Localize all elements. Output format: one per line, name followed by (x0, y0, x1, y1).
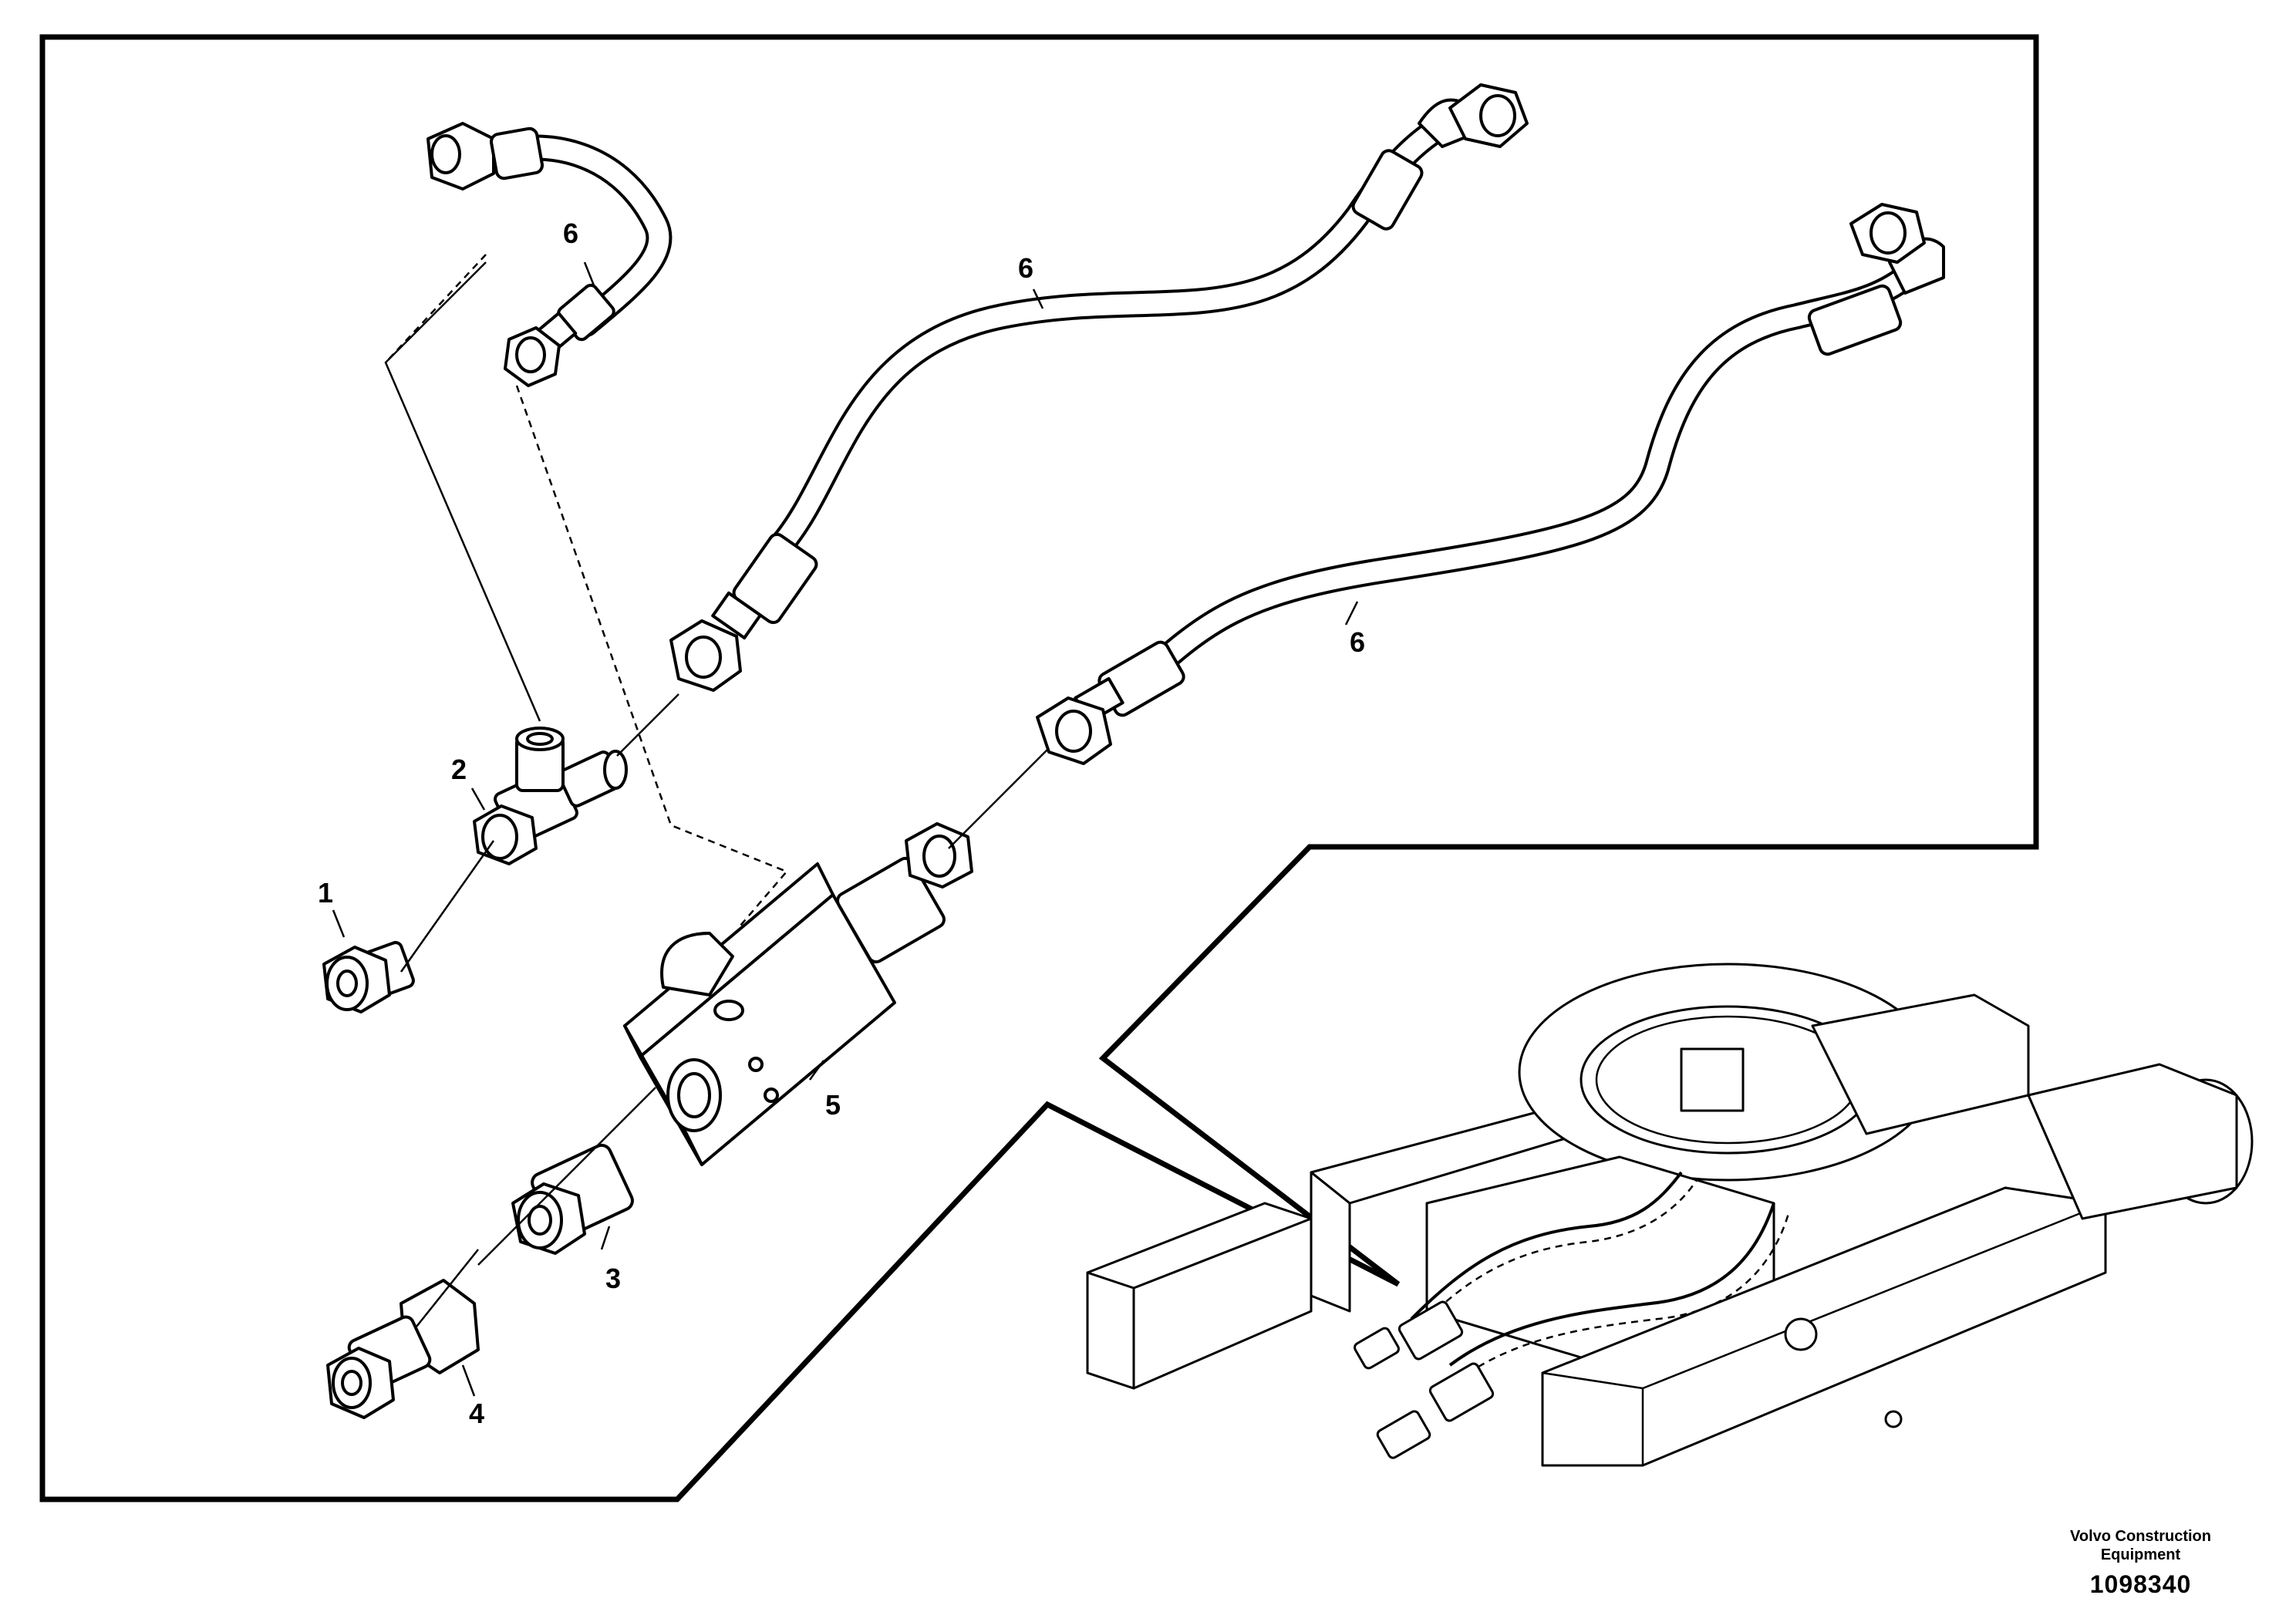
adapter-fitting-1 (322, 941, 415, 1013)
tee-fitting-2 (473, 727, 628, 865)
callout-2: 2 (451, 754, 467, 785)
hose-6-upper (669, 83, 1529, 692)
adapter-fitting-3 (511, 1143, 634, 1255)
undercarriage-overview (1086, 963, 2254, 1467)
company-name: Volvo Construction Equipment (2070, 1527, 2211, 1564)
hose-6-lower (1036, 203, 1945, 765)
callout-7: 6 (563, 218, 578, 249)
callout-leaders (332, 261, 1359, 1397)
assembly-lines (384, 254, 1050, 1327)
callout-5: 5 (825, 1089, 841, 1121)
callout-6-lower: 6 (1350, 626, 1365, 658)
callout-labels: 6 6 6 2 1 5 3 4 (318, 218, 1365, 1429)
callout-3: 3 (605, 1263, 621, 1294)
hose-7 (426, 122, 673, 387)
detail-frame (39, 34, 2039, 1502)
document-number: 1098340 (2089, 1570, 2192, 1598)
company-name-line1: Volvo Construction (2070, 1528, 2211, 1545)
company-name-line2: Equipment (2100, 1546, 2181, 1563)
quick-coupling-4 (326, 1279, 480, 1419)
valve-block-5 (623, 822, 973, 1166)
footer-caption: Volvo Construction Equipment 1098340 (2070, 1527, 2211, 1599)
callout-1: 1 (318, 877, 333, 909)
callout-4: 4 (469, 1398, 484, 1429)
callout-6-upper: 6 (1018, 252, 1033, 284)
